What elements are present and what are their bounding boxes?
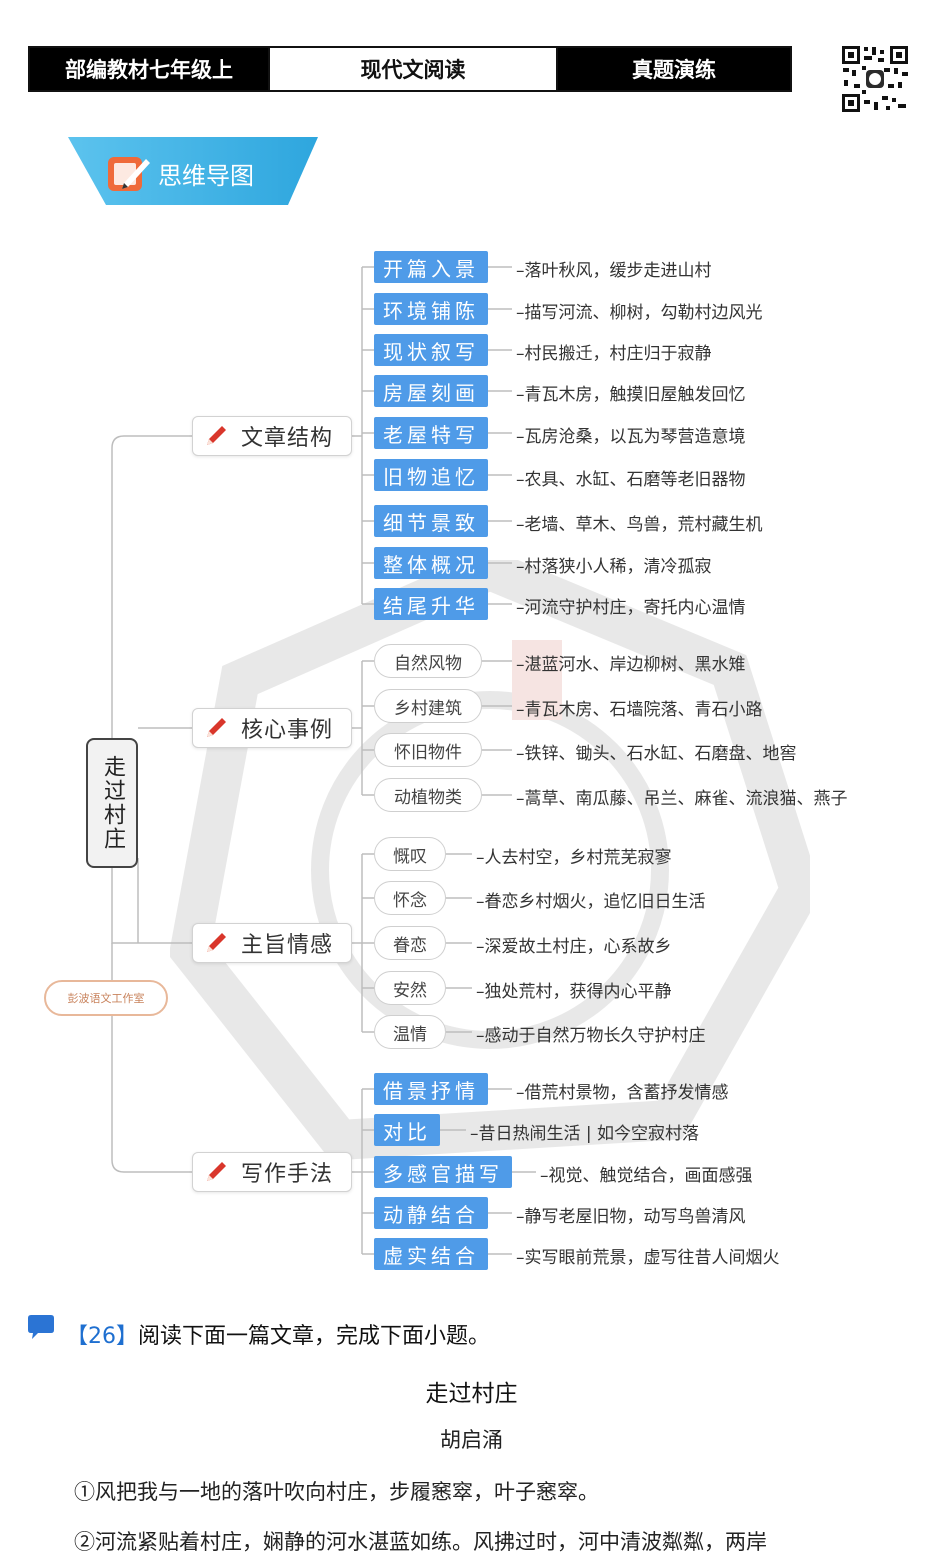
leaf-tag: 动静结合 (374, 1197, 488, 1229)
leaf-desc: –感动于自然万物长久守护村庄 (476, 1026, 706, 1046)
leaf-desc: –农具、水缸、石磨等老旧器物 (516, 470, 746, 490)
leaf-tag: 乡村建筑 (374, 689, 482, 723)
header-section: 真题演练 (558, 48, 790, 90)
leaf-tag: 对比 (374, 1114, 440, 1146)
leaf-tag: 细节景致 (374, 505, 488, 537)
leaf-tag: 怀念 (374, 881, 446, 915)
branch-label: 写作手法 (241, 1162, 334, 1187)
qr-code-icon (840, 44, 910, 114)
leaf-desc: –老墙、草木、鸟兽，荒村藏生机 (516, 515, 763, 535)
leaf-tag: 旧物追忆 (374, 459, 488, 491)
leaf-tag: 房屋刻画 (374, 375, 488, 407)
leaf-tag: 慨叹 (374, 837, 446, 871)
leaf-desc: –蒿草、南瓜藤、吊兰、麻雀、流浪猫、燕子 (516, 789, 848, 809)
mindmap-root: 走过村庄 (86, 738, 138, 868)
article-title: 走过村庄 (425, 1381, 518, 1407)
leaf-tag: 开篇入景 (374, 251, 488, 283)
question-prompt: 阅读下面一篇文章，完成下面小题。 (138, 1324, 491, 1349)
leaf-tag: 借景抒情 (374, 1073, 488, 1105)
studio-stamp: 彭波语文工作室 (44, 980, 168, 1016)
pencil-icon (207, 426, 226, 445)
leaf-desc: –人去村空，乡村荒芜寂寥 (476, 848, 672, 868)
leaf-tag: 多感官描写 (374, 1156, 512, 1188)
branch-theme: 主旨情感 (192, 923, 352, 963)
branch-structure: 文章结构 (192, 416, 352, 456)
leaf-desc: –深爱故土村庄，心系故乡 (476, 937, 672, 957)
leaf-desc: –静写老屋旧物，动写鸟兽清风 (516, 1207, 746, 1227)
question-number: 【26】 (66, 1324, 138, 1349)
article-author: 胡启涌 (440, 1428, 503, 1452)
leaf-tag: 安然 (374, 971, 446, 1005)
leaf-desc: –青瓦木房，触摸旧屋触发回忆 (516, 385, 746, 405)
leaf-desc: –铁锌、锄头、石水缸、石磨盘、地窖 (516, 744, 797, 764)
article-paragraph: ②河流紧贴着村庄，娴静的河水湛蓝如练。风拂过时，河中清波粼粼，两岸 (74, 1530, 767, 1554)
leaf-desc: –村民搬迁，村庄归于寂静 (516, 344, 712, 364)
leaf-desc: –独处荒村，获得内心平静 (476, 982, 672, 1002)
pencil-note-icon (108, 157, 150, 191)
leaf-desc: –落叶秋风，缓步走进山村 (516, 261, 712, 281)
leaf-desc: –昔日热闹生活 | 如今空寂村落 (470, 1124, 700, 1144)
header-grade: 部编教材七年级上 (30, 48, 268, 90)
question-line: 【26】阅读下面一篇文章，完成下面小题。 (66, 1318, 490, 1350)
header-bar: 部编教材七年级上 现代文阅读 真题演练 (28, 46, 792, 92)
leaf-tag: 怀旧物件 (374, 733, 482, 767)
leaf-tag: 虚实结合 (374, 1238, 488, 1270)
leaf-tag: 温情 (374, 1015, 446, 1049)
pencil-icon (207, 1162, 226, 1181)
leaf-desc: –视觉、触觉结合，画面感强 (540, 1166, 753, 1186)
leaf-desc: –青瓦木房、石墙院落、青石小路 (516, 700, 763, 720)
leaf-tag: 结尾升华 (374, 588, 488, 620)
branch-techniques: 写作手法 (192, 1152, 352, 1192)
leaf-tag: 现状叙写 (374, 334, 488, 366)
leaf-desc: –村落狭小人稀，清冷孤寂 (516, 557, 712, 577)
leaf-desc: –眷恋乡村烟火，追忆旧日生活 (476, 892, 706, 912)
leaf-tag: 眷恋 (374, 926, 446, 960)
header-topic: 现代文阅读 (268, 48, 558, 90)
pencil-icon (207, 718, 226, 737)
mindmap-title: 思维导图 (158, 162, 254, 190)
leaf-tag: 老屋特写 (374, 417, 488, 449)
leaf-desc: –湛蓝河水、岸边柳树、黑水雉 (516, 655, 746, 675)
leaf-tag: 环境铺陈 (374, 293, 488, 325)
branch-label: 核心事例 (241, 718, 334, 743)
leaf-desc: –瓦房沧桑，以瓦为琴营造意境 (516, 427, 746, 447)
leaf-tag: 整体概况 (374, 547, 488, 579)
pencil-icon (207, 933, 226, 952)
question-icon (28, 1315, 54, 1339)
leaf-tag: 自然风物 (374, 644, 482, 678)
leaf-desc: –河流守护村庄，寄托内心温情 (516, 598, 746, 618)
branch-examples: 核心事例 (192, 708, 352, 748)
leaf-desc: –借荒村景物，含蓄抒发情感 (516, 1083, 729, 1103)
branch-label: 主旨情感 (241, 933, 334, 958)
leaf-desc: –实写眼前荒景，虚写往昔人间烟火 (516, 1248, 780, 1268)
article-paragraph: ①风把我与一地的落叶吹向村庄，步履窸窣，叶子窸窣。 (74, 1480, 599, 1504)
leaf-desc: –描写河流、柳树，勾勒村边风光 (516, 303, 763, 323)
leaf-tag: 动植物类 (374, 778, 482, 812)
branch-label: 文章结构 (241, 426, 334, 451)
